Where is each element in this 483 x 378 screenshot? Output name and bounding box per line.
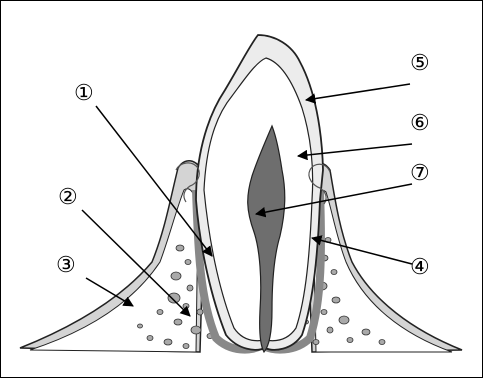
label-3: ③ [56,253,76,278]
leader-5 [306,84,410,100]
label-6: ⑥ [410,111,430,136]
label-2: ② [58,185,78,210]
label-5: ⑤ [410,51,430,76]
label-7: ⑦ [410,161,430,186]
label-1: ① [74,81,94,106]
label-4: ④ [410,255,430,280]
